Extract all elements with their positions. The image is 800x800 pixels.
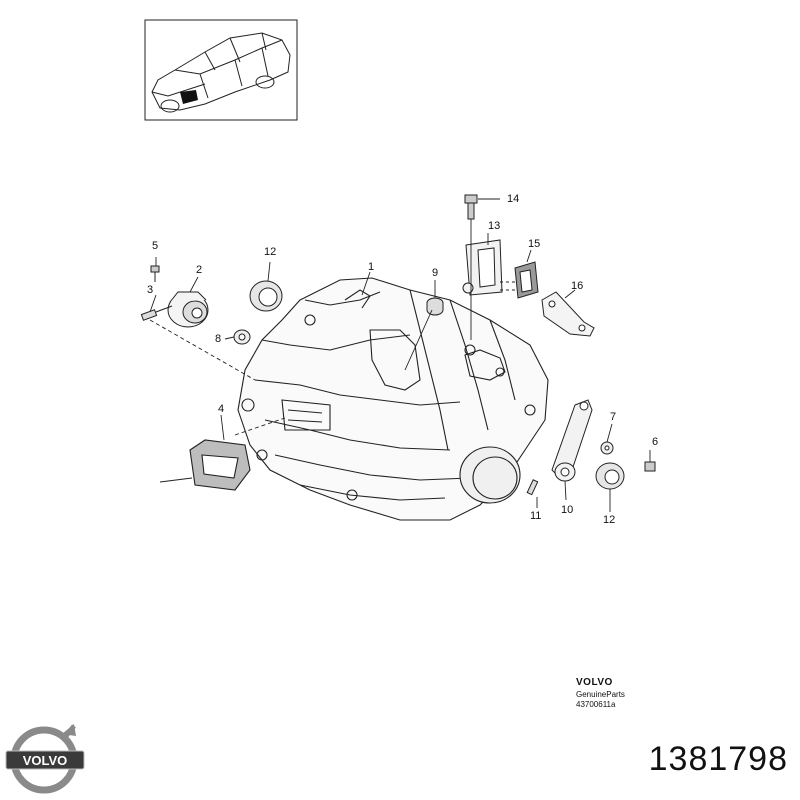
leader-lines bbox=[149, 198, 651, 512]
stamp-brand: VOLVO bbox=[576, 677, 613, 688]
part-8-washer bbox=[233, 329, 251, 345]
callout-9: 9 bbox=[432, 267, 439, 279]
callout-16: 16 bbox=[571, 280, 584, 292]
car-locator-inset bbox=[144, 19, 298, 121]
part-3-bleed-nipple bbox=[140, 305, 173, 321]
part-12-lower-seal bbox=[595, 462, 625, 490]
callout-10: 10 bbox=[561, 504, 574, 516]
callout-12-upper: 12 bbox=[264, 246, 277, 258]
part-2-slave-cylinder bbox=[167, 291, 209, 328]
part-6-bolt bbox=[644, 461, 656, 472]
part-10-lever bbox=[551, 399, 593, 482]
part-number: 1381798 bbox=[648, 740, 788, 778]
callout-12-lower: 12 bbox=[603, 514, 616, 526]
callout-11: 11 bbox=[530, 510, 542, 522]
part-4-cover bbox=[189, 439, 251, 491]
callout-4: 4 bbox=[218, 403, 225, 415]
part-16-plate bbox=[541, 291, 595, 337]
part-15-clip bbox=[514, 261, 539, 299]
volvo-logo-word: VOLVO bbox=[23, 753, 68, 768]
part-11-pin bbox=[526, 479, 539, 496]
callout-13: 13 bbox=[488, 220, 501, 232]
part-13-bracket bbox=[462, 239, 503, 296]
part-14-bolt bbox=[464, 194, 478, 220]
callout-7: 7 bbox=[610, 411, 617, 423]
callout-15: 15 bbox=[528, 238, 541, 250]
callout-1: 1 bbox=[368, 261, 375, 273]
volvo-logo: VOLVO bbox=[5, 724, 85, 794]
part-5-screw bbox=[150, 265, 160, 282]
stamp-drawing-code: 43700611a bbox=[576, 700, 616, 709]
part-7-washer bbox=[600, 441, 614, 455]
stamp-genuine-parts: GenuineParts bbox=[576, 690, 625, 699]
gearbox-housing bbox=[237, 277, 549, 521]
callout-3: 3 bbox=[147, 284, 154, 296]
callout-6: 6 bbox=[652, 436, 659, 448]
callout-2: 2 bbox=[196, 264, 203, 276]
part-9-plug bbox=[426, 297, 444, 316]
part-12-upper-seal bbox=[249, 280, 283, 312]
callout-5: 5 bbox=[152, 240, 159, 252]
callout-8: 8 bbox=[215, 333, 222, 345]
callout-14: 14 bbox=[507, 193, 520, 205]
